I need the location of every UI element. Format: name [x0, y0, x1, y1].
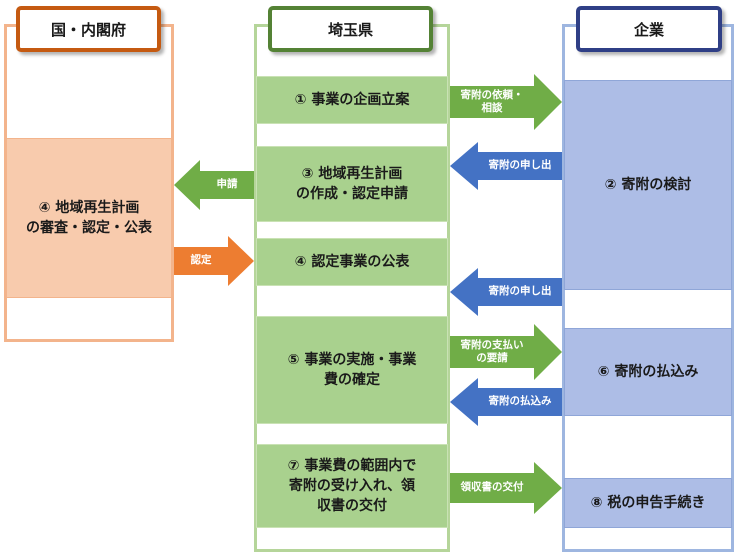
step-4-publish-box: ④ 認定事業の公表	[256, 238, 448, 286]
arrow-left-icon	[450, 142, 562, 190]
arrow-label-offer-1: 寄附の申し出	[488, 159, 552, 172]
arrow-left-icon	[174, 160, 254, 210]
arrow-left-icon	[450, 378, 562, 426]
arrow-label-request: 寄附の依頼・ 相談	[460, 88, 524, 114]
arrow-label-apply: 申請	[216, 178, 238, 191]
step-2-consider-box: ② 寄附の検討	[564, 80, 732, 290]
step-4-review-box: ④ 地域再生計画 の審査・認定・公表	[6, 138, 172, 298]
arrow-label-payment: 寄附の払込み	[488, 395, 552, 408]
corp-header: 企業	[576, 6, 722, 52]
step-5-implementation-box: ⑤ 事業の実施・事業 費の確定	[256, 316, 448, 424]
pref-header: 埼玉県	[268, 6, 433, 52]
arrow-label-offer-2: 寄附の申し出	[488, 285, 552, 298]
arrow-right-icon	[450, 324, 562, 380]
step-8-tax-box: ⑧ 税の申告手続き	[564, 478, 732, 528]
step-7-receipt-box: ⑦ 事業費の範囲内で 寄附の受け入れ、領 収書の交付	[256, 444, 448, 528]
arrow-label-payment-request: 寄附の支払い の要請	[460, 338, 524, 364]
arrow-right-icon	[174, 236, 254, 286]
step-6-payment-box: ⑥ 寄附の払込み	[564, 328, 732, 416]
gov-header: 国・内閣府	[16, 6, 161, 52]
step-3-plan-application-box: ③ 地域再生計画 の作成・認定申請	[256, 146, 448, 222]
arrow-right-icon	[450, 74, 562, 130]
arrow-label-certify: 認定	[190, 254, 212, 267]
step-1-planning-box: ① 事業の企画立案	[256, 76, 448, 124]
arrow-label-receipt: 領収書の交付	[460, 481, 524, 494]
arrow-right-icon	[450, 462, 562, 514]
arrow-left-icon	[450, 268, 562, 316]
